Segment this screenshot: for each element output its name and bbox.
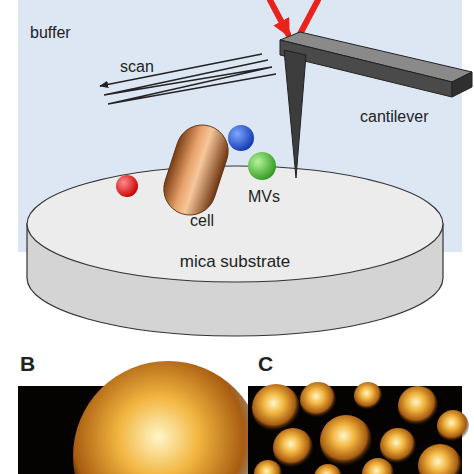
particle-blob bbox=[273, 428, 313, 468]
particle-blob bbox=[300, 382, 336, 418]
substrate-disk: mica substrate bbox=[25, 162, 445, 338]
panel-label: C bbox=[258, 352, 273, 376]
particle-blob bbox=[398, 386, 438, 426]
afm-image-panel: B bbox=[18, 386, 230, 474]
particle-blob bbox=[354, 382, 382, 410]
cylinder-top bbox=[27, 166, 443, 282]
node-label: buffer bbox=[30, 24, 71, 42]
particle-blob bbox=[73, 361, 263, 474]
particle-blob bbox=[437, 410, 469, 442]
motion-label: scan bbox=[120, 58, 154, 76]
particle-blob bbox=[418, 444, 462, 474]
node-label: mica substrate bbox=[180, 252, 291, 272]
afm-image-panel: C bbox=[248, 386, 462, 474]
particle-blob bbox=[252, 384, 300, 432]
particle-blob bbox=[254, 460, 282, 474]
part-label: MVs bbox=[248, 188, 280, 206]
particle-blob bbox=[380, 428, 416, 464]
particle-blob bbox=[362, 458, 394, 474]
afm-height-image bbox=[248, 386, 462, 474]
afm-height-image bbox=[18, 386, 230, 474]
particle-blob bbox=[314, 464, 342, 474]
cylinder-outline bbox=[25, 162, 445, 338]
panel-label: B bbox=[20, 352, 35, 376]
particle-blob bbox=[320, 415, 372, 467]
part-label: cell bbox=[190, 212, 214, 230]
part-label: cantilever bbox=[360, 108, 428, 126]
